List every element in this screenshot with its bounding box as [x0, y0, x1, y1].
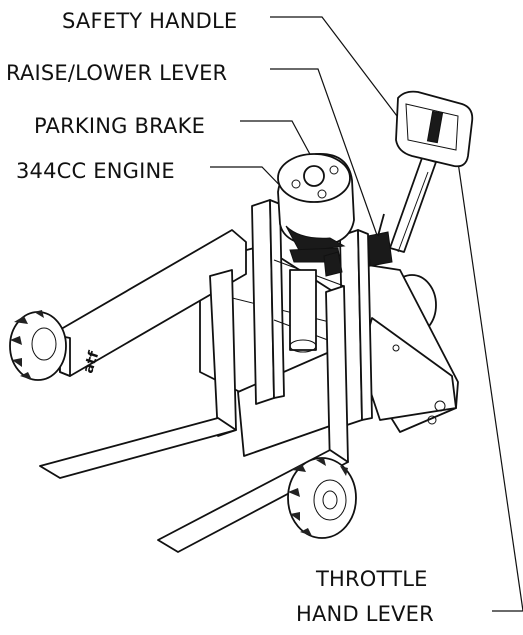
- leader-throttle: [457, 161, 523, 612]
- label-safety-handle: SAFETY HANDLE: [62, 9, 237, 33]
- engine: [277, 153, 355, 263]
- leader-lines: [210, 16, 523, 612]
- label-parking-brake: PARKING BRAKE: [34, 114, 205, 138]
- parking-brake: [323, 251, 343, 277]
- left-fork: [39, 269, 237, 479]
- handle-shaft: [389, 157, 437, 253]
- raise-lower-lever: [367, 213, 393, 267]
- leader-raise-lower-lever: [270, 68, 379, 239]
- left-front-wheel: [9, 310, 67, 381]
- leader-parking-brake: [240, 120, 313, 159]
- label-raise-lower-lever: RAISE/LOWER LEVER: [6, 61, 227, 85]
- label-throttle-line2: HAND LEVER: [296, 602, 434, 626]
- right-front-wheel: [287, 457, 357, 539]
- rear-frame: [347, 261, 459, 433]
- safety-handle-grip: [395, 90, 474, 168]
- label-throttle-line1: THROTTLE: [315, 567, 428, 591]
- fork-marking: atf: [80, 348, 102, 375]
- forklift: atf: [9, 90, 474, 553]
- left-side-rail: atf: [55, 229, 247, 377]
- leader-safety-handle: [270, 16, 401, 121]
- label-engine: 344CC ENGINE: [16, 159, 175, 183]
